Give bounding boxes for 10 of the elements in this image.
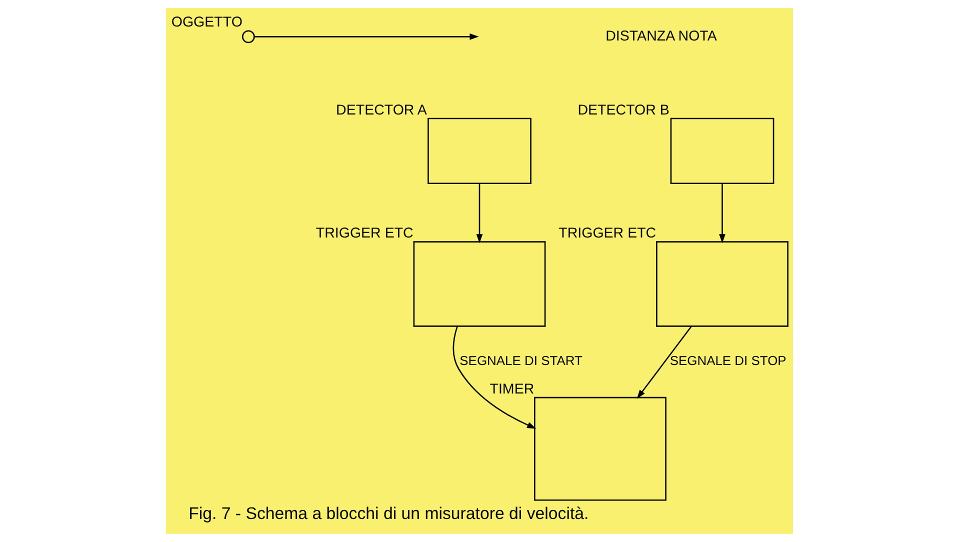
node-label: TIMER: [489, 381, 534, 398]
edge-label: SEGNALE DI START: [459, 353, 582, 368]
edge-label: SEGNALE DI STOP: [669, 353, 786, 368]
label: DISTANZA NOTA: [605, 28, 716, 44]
node-label: OGGETTO: [170, 14, 242, 31]
node-label: TRIGGER ETC: [315, 226, 413, 242]
node-label: TRIGGER ETC: [558, 226, 656, 242]
caption: Fig. 7 - Schema a blocchi di un misuratore di velocità.: [188, 504, 588, 523]
node-label: DETECTOR B: [577, 102, 669, 118]
node-label: DETECTOR A: [336, 102, 426, 118]
